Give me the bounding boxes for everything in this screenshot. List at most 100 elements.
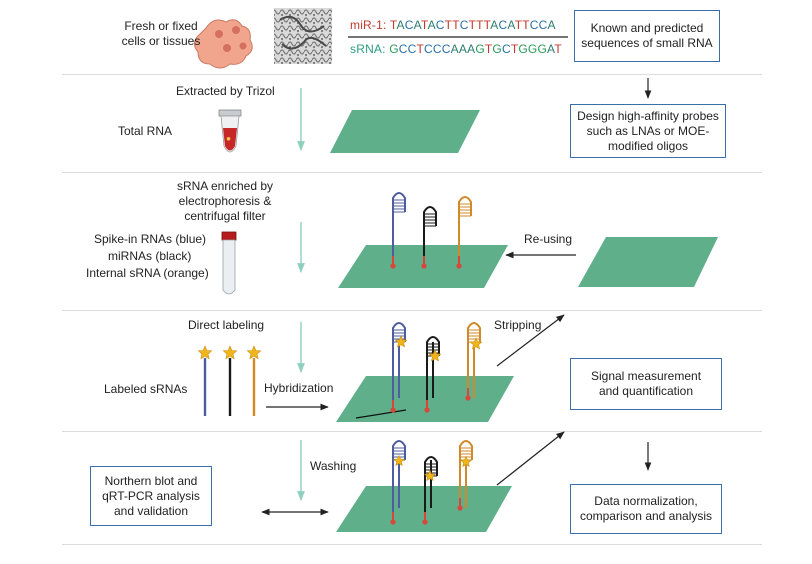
nucleotide: A — [427, 18, 436, 32]
nucleotide: T — [468, 18, 477, 32]
cells-label-line: Fresh or fixed — [124, 19, 198, 33]
design-box-line: such as LNAs or MOE- — [586, 123, 710, 138]
probe-spike-in-washed — [390, 440, 406, 525]
srna-prefix: sRNA: — [350, 42, 390, 56]
probe-loop — [459, 440, 473, 460]
hybridized-star — [428, 349, 442, 362]
nucleotide: G — [492, 42, 502, 56]
nucleotide: G — [389, 42, 399, 56]
enriched-label-line: electrophoresis & — [178, 194, 272, 208]
spike-in-label: Spike-in RNAs (blue) — [94, 232, 207, 246]
probe-loop — [467, 322, 481, 342]
hybridization-label: Hybridization — [264, 381, 334, 395]
mir1-prefix: miR-1: — [350, 18, 390, 32]
nucleotide: C — [498, 18, 508, 32]
nucleotide: G — [527, 42, 538, 56]
probe-anchor-dot — [390, 263, 396, 269]
mir1-nucleotides: TACATACTTCTTTACATTCCA — [390, 18, 556, 32]
signal-box-line: Signal measurement — [590, 369, 702, 383]
section-divider — [62, 431, 762, 432]
labeled-srnas-label: Labeled sRNAs — [104, 382, 188, 396]
nucleotide: C — [404, 18, 414, 32]
enriched-label-line: sRNA enriched by — [176, 179, 274, 193]
data-normalization-box: Data normalization, comparison and analy… — [570, 484, 722, 534]
probe-anchor-dot — [465, 395, 471, 401]
probe-loop — [392, 322, 406, 342]
nucleotide: G — [518, 42, 528, 56]
membrane-hybridized — [336, 376, 514, 422]
nucleotide: A — [413, 18, 421, 32]
probe-anchor-dot — [390, 407, 396, 413]
data-box-line: comparison and analysis — [579, 509, 713, 523]
known-sequences-box: Known and predicted sequences of small R… — [574, 10, 720, 62]
design-box-line: modified oligos — [607, 138, 689, 153]
signal-box-line: and quantification — [598, 384, 694, 398]
washed-star — [460, 455, 472, 468]
label-star — [197, 345, 213, 360]
probe-internal — [456, 196, 472, 269]
section-divider — [62, 310, 762, 311]
extracted-label: Extracted by Trizol — [176, 84, 275, 98]
probe-loop — [423, 206, 437, 226]
probe-loop — [392, 192, 406, 212]
nucleotide: C — [435, 18, 445, 32]
section-divider — [62, 544, 762, 545]
nucleotide: G — [475, 42, 485, 56]
nucleotide: T — [510, 42, 519, 56]
direct-labeling-label: Direct labeling — [188, 318, 265, 332]
total-rna-tube-icon: ✹ — [218, 109, 242, 153]
probe-internal-hybridized — [465, 322, 481, 401]
total-rna-label: Total RNA — [118, 124, 173, 138]
hybridized-star — [394, 335, 408, 348]
nucleotide: C — [432, 42, 442, 56]
nucleotide: T — [514, 18, 523, 32]
nucleotide: T — [389, 18, 397, 32]
mir1-sequence: miR-1: TACATACTTCTTTACATTCCA — [350, 18, 556, 32]
nucleotide: T — [452, 18, 460, 32]
internal-srna-label: Internal sRNA (orange) — [86, 266, 209, 280]
probe-anchor-dot — [456, 263, 462, 269]
nucleotide: C — [529, 18, 539, 32]
membrane-reusable — [578, 237, 718, 287]
enriched-label-line: centrifugal filter — [184, 209, 266, 223]
tissue-image — [274, 8, 332, 64]
data-box-line: Data normalization, — [594, 494, 698, 508]
probe-anchor-dot — [390, 519, 396, 525]
nucleotide: T — [554, 42, 562, 56]
probe-mirna — [421, 206, 437, 269]
nucleotide: C — [424, 42, 433, 56]
section-divider — [62, 172, 762, 173]
cells-label: Fresh or fixed cells or tissues — [116, 19, 206, 49]
northern-box-line: Northern blot and — [104, 473, 198, 488]
hybridized-star — [469, 337, 483, 350]
known-box-line: sequences of small RNA — [581, 36, 713, 50]
probe-loop — [392, 440, 406, 460]
srna-sequence: sRNA: GCCTCCCAAAGTGCTGGGAT — [350, 42, 562, 56]
cells-icon — [194, 19, 253, 69]
nucleotide: A — [490, 18, 499, 32]
nucleotide: C — [459, 18, 469, 32]
nucleotide: T — [484, 42, 493, 56]
srna-nucleotides: GCCTCCCAAAGTGCTGGGAT — [389, 42, 562, 56]
nucleotide: T — [476, 18, 484, 32]
northern-blot-box: Northern blot and qRT-PCR analysis and v… — [90, 466, 212, 526]
signal-measurement-box: Signal measurement and quantification — [570, 358, 722, 410]
nucleotide: A — [458, 42, 468, 56]
probe-mirna-hybridized — [424, 336, 440, 413]
nucleotide: T — [522, 18, 530, 32]
nucleotide: T — [420, 18, 428, 32]
nucleotide: C — [538, 18, 548, 32]
nucleotide: T — [444, 18, 453, 32]
probe-internal-washed — [457, 440, 473, 511]
mirna-label: miRNAs (black) — [108, 249, 192, 263]
section-divider — [62, 74, 762, 75]
northern-box-line: qRT-PCR analysis — [102, 488, 200, 503]
cells-label-line: cells or tissues — [121, 34, 201, 48]
reusing-label: Re-using — [524, 232, 573, 246]
probe-loop — [426, 336, 440, 356]
enriched-srna-tube-icon — [221, 231, 237, 295]
nucleotide: C — [398, 42, 408, 56]
nucleotide: A — [467, 42, 476, 56]
